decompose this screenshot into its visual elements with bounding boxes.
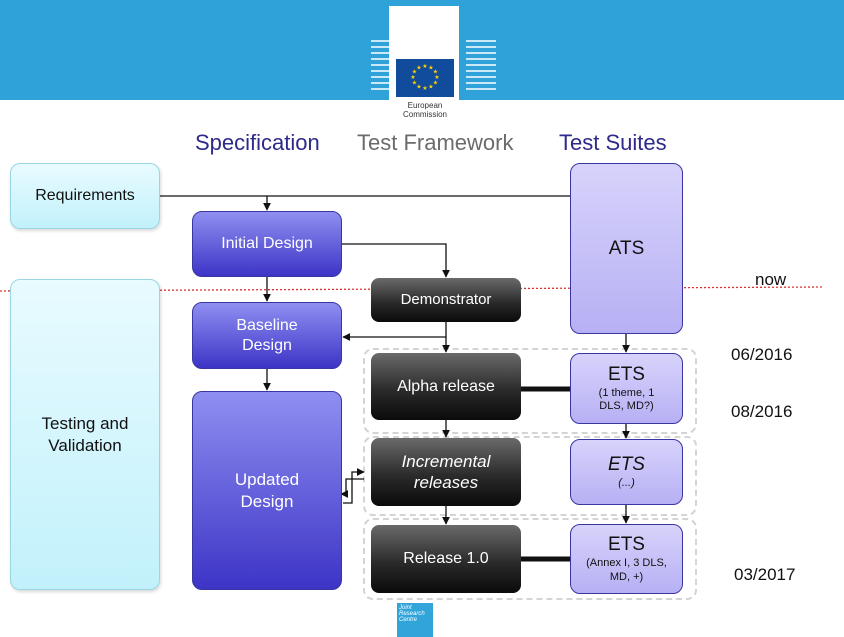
svg-text:★: ★ bbox=[412, 80, 417, 87]
testing-validation-label: Testing and Validation bbox=[41, 414, 129, 455]
release-group-frame bbox=[363, 518, 697, 600]
requirements-label: Requirements bbox=[35, 187, 135, 204]
updated-design-box: Updated Design bbox=[192, 391, 342, 590]
initial-design-label: Initial Design bbox=[221, 235, 313, 252]
ets-1-subtitle: (1 theme, 1 DLS, MD?) bbox=[598, 386, 655, 413]
incremental-group-frame bbox=[363, 436, 697, 516]
logo-text: European Commission bbox=[402, 101, 447, 119]
now-label: now bbox=[755, 270, 787, 289]
alpha-release-label: Alpha release bbox=[397, 377, 495, 395]
demonstrator-box: Demonstrator bbox=[371, 278, 521, 322]
ats-label: ATS bbox=[608, 237, 645, 259]
svg-text:★: ★ bbox=[428, 65, 433, 72]
baseline-design-label: Baseline Design bbox=[236, 316, 298, 354]
ets-3-subtitle: (Annex I, 3 DLS, MD, +) bbox=[586, 557, 667, 583]
eu-flag-icon: ★★★ ★★★ ★★★ ★★★ bbox=[396, 59, 454, 97]
alpha-group-frame bbox=[363, 348, 697, 434]
requirements-box: Requirements bbox=[10, 163, 160, 229]
svg-text:★: ★ bbox=[412, 69, 417, 76]
svg-text:★: ★ bbox=[416, 84, 421, 91]
incremental-releases-box: Incremental releases bbox=[371, 438, 521, 506]
release-1-0-box: Release 1.0 bbox=[371, 525, 521, 593]
date-label-3: 03/2017 bbox=[734, 565, 796, 584]
ets-box-1: ETS (1 theme, 1 DLS, MD?) bbox=[570, 353, 683, 424]
svg-text:★: ★ bbox=[433, 80, 438, 87]
jrc-logo: Joint Research Centre bbox=[397, 603, 433, 637]
column-title-test-framework: Test Framework bbox=[357, 130, 514, 155]
svg-text:★: ★ bbox=[434, 74, 439, 81]
svg-text:★: ★ bbox=[433, 69, 438, 76]
initial-design-box: Initial Design bbox=[192, 211, 342, 277]
release-1-0-label: Release 1.0 bbox=[403, 550, 489, 567]
incremental-releases-label: Incremental releases bbox=[401, 451, 491, 492]
svg-text:★: ★ bbox=[410, 74, 415, 81]
commission-building-icon bbox=[371, 40, 496, 90]
svg-text:★: ★ bbox=[422, 85, 427, 92]
ets-box-2: ETS (...) bbox=[570, 439, 683, 505]
alpha-release-box: Alpha release bbox=[371, 353, 521, 420]
svg-text:★: ★ bbox=[422, 63, 427, 70]
column-title-specification: Specification bbox=[195, 130, 320, 155]
date-label-2: 08/2016 bbox=[731, 402, 793, 421]
testing-validation-box: Testing and Validation bbox=[10, 279, 160, 590]
baseline-design-box: Baseline Design bbox=[192, 302, 342, 369]
ets-2-subtitle: (...) bbox=[618, 477, 635, 489]
updated-design-label: Updated Design bbox=[234, 470, 300, 511]
demonstrator-label: Demonstrator bbox=[400, 290, 492, 308]
date-label-1: 06/2016 bbox=[731, 345, 793, 364]
ets-1-title: ETS bbox=[608, 363, 645, 385]
ets-2-title: ETS bbox=[608, 454, 645, 476]
svg-text:★: ★ bbox=[428, 84, 433, 91]
svg-text:★: ★ bbox=[416, 65, 421, 72]
ets-box-3: ETS (Annex I, 3 DLS, MD, +) bbox=[570, 524, 683, 594]
ets-3-title: ETS bbox=[608, 534, 645, 556]
ats-box: ATS bbox=[570, 163, 683, 334]
column-title-test-suites: Test Suites bbox=[559, 130, 667, 155]
